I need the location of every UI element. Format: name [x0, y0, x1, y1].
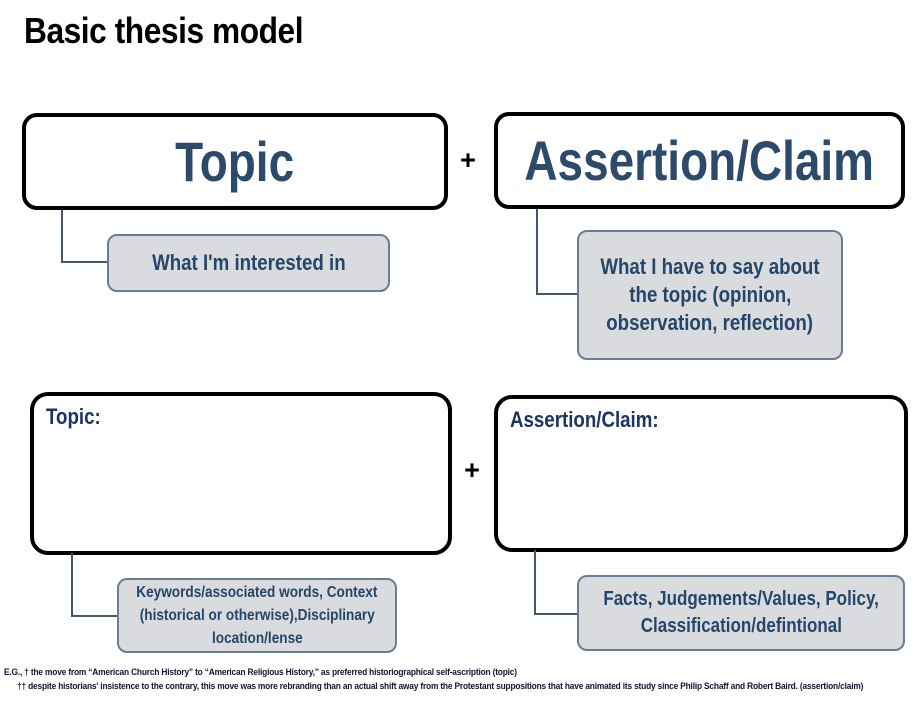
- topic-box-row1: Topic: [22, 113, 448, 210]
- connector-assertion-row2-vertical: [534, 550, 536, 615]
- note-line: location/lense: [211, 630, 303, 647]
- connector-assertion-row2-horizontal: [534, 613, 577, 615]
- connector-topic-row2-vertical: [71, 553, 73, 617]
- connector-topic-row1-vertical: [61, 210, 63, 263]
- note-line: Facts, Judgements/Values, Policy,: [603, 588, 879, 610]
- topic-note-row1: What I'm interested in: [107, 234, 390, 292]
- connector-topic-row1-horizontal: [61, 261, 107, 263]
- footnote-topic-example: E.G., † the move from “American Church H…: [4, 667, 517, 677]
- note-line: What I'm interested in: [151, 250, 346, 275]
- connector-assertion-row1-vertical: [536, 209, 538, 295]
- assertion-claim-box-row1: Assertion/Claim: [494, 112, 905, 209]
- note-line: Classification/defintional: [640, 615, 842, 637]
- topic-box-row1-label: Topic: [175, 129, 295, 193]
- topic-fillin-box-label: Topic:: [46, 404, 101, 429]
- note-line: What I have to say about: [600, 254, 820, 279]
- topic-note-row2: Keywords/associated words, Context (hist…: [117, 578, 397, 653]
- assertion-claim-fillin-box: Assertion/Claim:: [494, 395, 908, 552]
- plus-sign-row1: +: [460, 145, 476, 175]
- connector-assertion-row1-horizontal: [536, 293, 577, 295]
- note-line: (historical or otherwise),Disciplinary: [139, 607, 375, 624]
- page-title: Basic thesis model: [24, 10, 304, 51]
- plus-sign-row2: +: [464, 455, 480, 485]
- note-line: the topic (opinion,: [628, 282, 792, 307]
- assertion-note-row2: Facts, Judgements/Values, Policy, Classi…: [577, 575, 905, 651]
- assertion-claim-fillin-box-label: Assertion/Claim:: [510, 407, 659, 432]
- topic-fillin-box: Topic:: [30, 392, 452, 555]
- connector-topic-row2-horizontal: [71, 615, 117, 617]
- assertion-claim-box-row1-label: Assertion/Claim: [524, 128, 875, 192]
- footnote-assertion-example: †† despite historians' insistence to the…: [17, 681, 864, 691]
- note-line: observation, reflection): [606, 310, 814, 335]
- note-line: Keywords/associated words, Context: [136, 584, 378, 601]
- assertion-note-row1: What I have to say about the topic (opin…: [577, 230, 843, 360]
